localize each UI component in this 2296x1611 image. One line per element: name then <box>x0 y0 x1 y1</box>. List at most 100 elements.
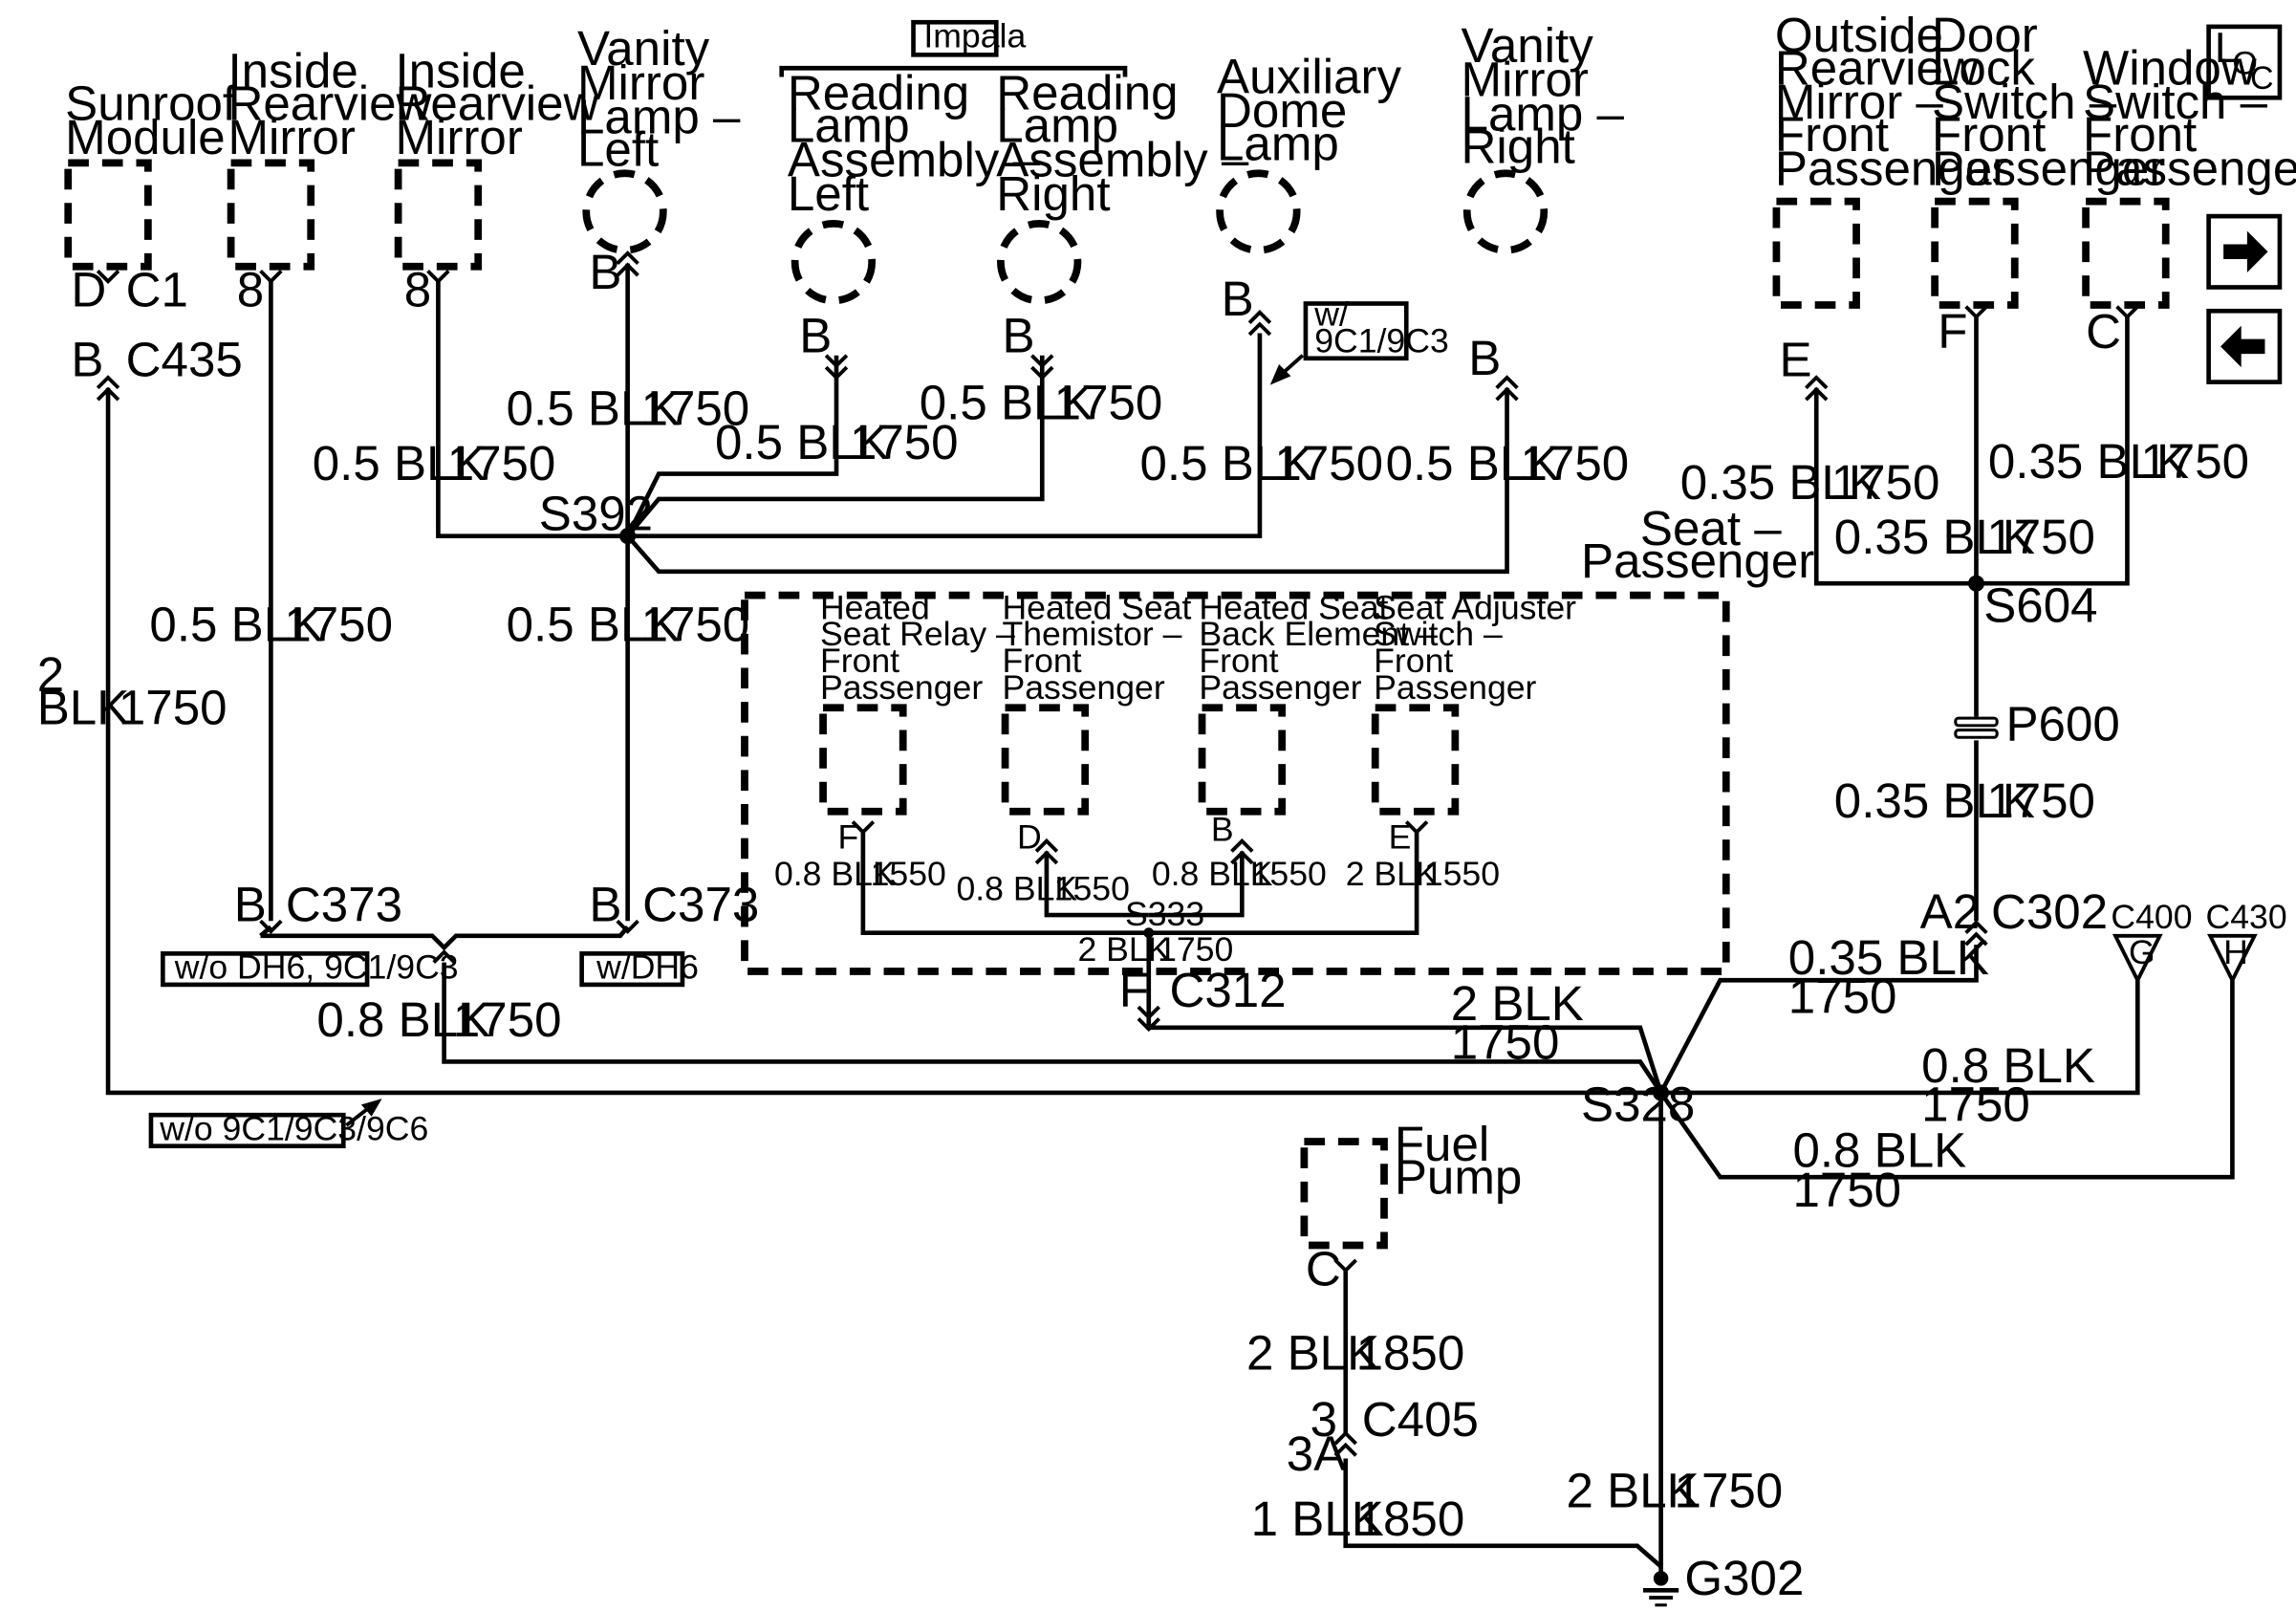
label-reading-left-3: Left <box>788 166 869 221</box>
label-reading-left-1: Lamp <box>788 98 910 153</box>
wire-c302 <box>1658 945 1979 1095</box>
term-relay-f: F <box>838 817 859 856</box>
term-back-b: B <box>1211 811 1234 849</box>
term-c373-b2: B <box>589 877 621 931</box>
wire-aux-circuit: 1750 <box>1274 436 1383 490</box>
label-thermistor-3: Passenger <box>1002 668 1164 707</box>
label-thermistor-0: Heated Seat <box>1002 588 1191 626</box>
label-seat-adjuster-3: Passenger <box>1374 668 1536 707</box>
wire-aux-dome <box>627 333 1263 538</box>
loc-letter-c: C <box>2250 60 2274 97</box>
label-outside-mirror-2: Mirror – <box>1775 75 1944 129</box>
wire-c405 <box>1343 1458 1663 1569</box>
term-vanity-right-b: B <box>1468 331 1501 385</box>
wire-c373-gauge: 0.8 BLK <box>316 992 490 1047</box>
label-vanity-right-2: Lamp – <box>1462 86 1625 141</box>
wire-c373-circuit: 1750 <box>453 992 562 1047</box>
wire-adj-gauge: 2 BLK <box>1346 855 1439 893</box>
label-mirror1-2: Mirror <box>227 110 355 164</box>
wire-reading-left <box>625 355 839 537</box>
wire-sunroof-gauge: 2 <box>37 647 64 702</box>
note-w9c1-1: 9C1/9C3 <box>1314 322 1449 360</box>
wire-window-circuit: 1750 <box>2140 434 2249 489</box>
arrow-left-icon <box>2220 325 2265 368</box>
wire-mirror2-circuit: 1750 <box>447 436 556 490</box>
wire-therm <box>1044 851 1149 918</box>
label-heated-relay-2: Front <box>820 642 899 680</box>
outside-mirror-box <box>1772 197 1860 309</box>
term-c405-3: 3 <box>1310 1392 1337 1447</box>
loc-letter-o: O <box>2232 45 2257 81</box>
wire-sunroof-color: BLK <box>37 680 130 734</box>
heated-relay-box <box>819 704 907 816</box>
label-vanity-left-0: Vanity <box>577 21 710 76</box>
back-element-box <box>1198 704 1287 816</box>
label-seat-passenger-0: Seat – <box>1640 501 1782 555</box>
wire-reading-right-circuit: 1750 <box>1054 375 1163 429</box>
term-outside-e: E <box>1780 332 1812 386</box>
label-heated-relay-3: Passenger <box>820 668 983 707</box>
wire-aux-gauge: 0.5 BLK <box>1139 436 1313 490</box>
wodh6-note-box <box>161 951 370 988</box>
term-fuel-c: C <box>1306 1241 1341 1295</box>
impala-bracket <box>779 65 1128 77</box>
term-c312: C312 <box>1169 963 1286 1017</box>
label-reading-right-1: Lamp <box>996 98 1118 153</box>
wire-mirror2 <box>436 281 628 538</box>
label-sunroof-1: Module <box>65 110 226 164</box>
term-window-c: C <box>2086 304 2121 359</box>
wire-p600-gauge: 0.35 BLK <box>1834 773 2035 828</box>
wire-door-circuit: 1750 <box>1986 510 2095 564</box>
seat-passenger-box <box>741 591 1730 975</box>
label-thermistor-1: Themistor – <box>1002 615 1181 653</box>
splice-s604-dot <box>1967 575 1985 592</box>
aux-dome-lamp <box>1216 169 1301 254</box>
fuel-pump-box <box>1300 1138 1388 1250</box>
wdh6-note-box <box>579 951 685 988</box>
reading-left-lamp <box>791 219 877 305</box>
splice-s328-dot <box>1653 1084 1670 1101</box>
label-reading-left-2: Assembly – <box>788 132 1041 186</box>
label-mirror2-2: Mirror <box>395 110 522 164</box>
wire-therm-gauge: 0.8 BLK <box>956 870 1077 908</box>
impala-label-box <box>911 19 999 57</box>
splice-s392: S392 <box>539 486 653 540</box>
vanity-left-lamp <box>582 169 667 254</box>
wire-c430-circuit: 1750 <box>1792 1163 1901 1217</box>
next-page-button[interactable] <box>2206 213 2283 290</box>
wire-vanity-right <box>625 387 1509 575</box>
wo9c1-pointer-head <box>360 1099 382 1117</box>
previous-page-button[interactable] <box>2206 308 2283 384</box>
wire-c400-circuit: 1750 <box>1921 1077 2030 1131</box>
wire-vanity-right-circuit: 1750 <box>1520 436 1629 490</box>
splice-s333: S333 <box>1125 895 1204 933</box>
label-fuel-pump-0: Fuel <box>1395 1117 1489 1171</box>
label-window-switch-1: Switch – <box>2083 75 2268 129</box>
wire-window-gauge: 0.35 BLK <box>1988 434 2189 489</box>
splice-s604: S604 <box>1983 577 2097 632</box>
label-vanity-right-0: Vanity <box>1462 18 1594 73</box>
term-c373-2: C373 <box>642 877 759 931</box>
window-switch-box <box>2082 197 2170 309</box>
wire-reading-right-gauge: 0.5 BLK <box>920 375 1094 429</box>
term-c400: C400 <box>2111 898 2192 936</box>
vanity-right-lamp <box>1462 169 1549 254</box>
label-mirror1-0: Inside <box>227 43 357 98</box>
wire-relay-circuit: 1550 <box>871 855 946 893</box>
wire-c430 <box>1658 980 2235 1180</box>
label-mirror1-1: Rearview <box>227 76 432 130</box>
label-seat-adjuster-2: Front <box>1374 642 1453 680</box>
term-c435: C435 <box>126 332 243 386</box>
w9c1-pointer-head <box>1269 363 1291 385</box>
label-back-element-1: Back Element – <box>1199 615 1438 653</box>
label-thermistor-2: Front <box>1002 642 1081 680</box>
term-c400-g: G <box>2129 933 2155 971</box>
label-reading-right-3: Right <box>996 166 1110 221</box>
term-c373-1: C373 <box>286 877 402 931</box>
term-c405: C405 <box>1362 1392 1479 1447</box>
wire-c400-gauge: 0.8 BLK <box>1921 1038 2095 1093</box>
label-reading-left-0: Reading <box>788 66 969 120</box>
door-lock-box <box>1931 197 2019 309</box>
wire-c302-circuit: 1750 <box>1788 969 1897 1023</box>
splice-s328: S328 <box>1581 1077 1695 1131</box>
